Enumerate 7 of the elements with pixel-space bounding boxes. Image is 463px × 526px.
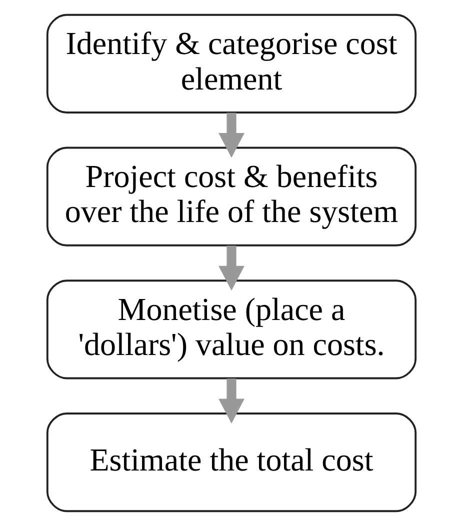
node-box: Project cost & benefits over the life of the system	[46, 146, 417, 246]
node-box: Estimate the total cost	[46, 412, 417, 512]
node-box: Identify & categorise cost element	[46, 14, 417, 114]
arrow	[218, 378, 244, 424]
arrow	[218, 112, 244, 158]
node-box: Monetise (place a 'dollars') value on costs.	[46, 280, 417, 380]
arrow	[218, 246, 244, 291]
